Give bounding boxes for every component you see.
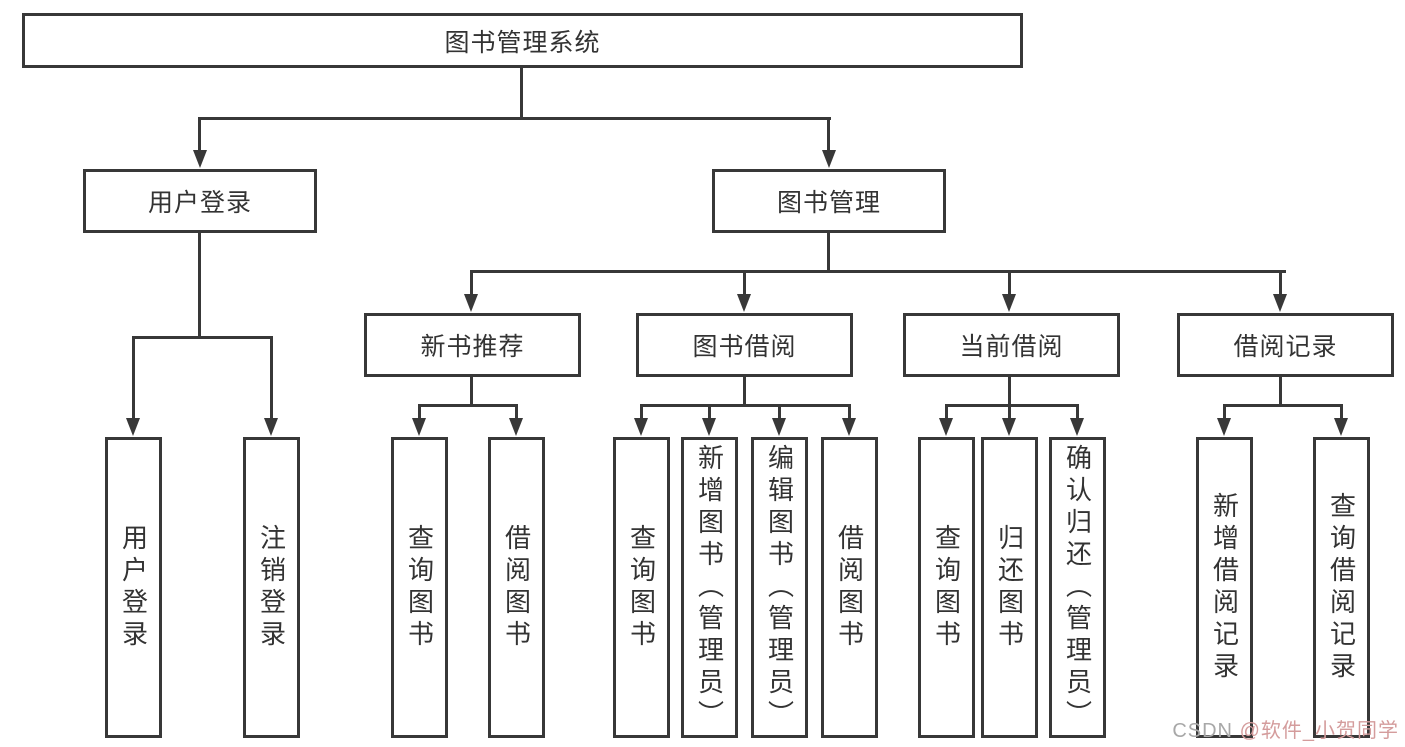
node-root-label: 图书管理系统 bbox=[444, 28, 601, 57]
connector-line bbox=[418, 406, 421, 419]
node-user-login-group-label: 用户登录 bbox=[147, 189, 252, 217]
connector-line bbox=[470, 377, 473, 406]
watermark-handle: @软件_小贺同学 bbox=[1239, 720, 1399, 742]
node-book-management: 图书管理 bbox=[712, 169, 946, 233]
leaf-user-login: 用户登录 bbox=[105, 437, 162, 738]
arrow-down-icon bbox=[772, 418, 786, 436]
connector-line bbox=[470, 270, 1286, 273]
leaf-query-books-2-label: 查询图书 bbox=[626, 523, 657, 652]
node-borrowing-records: 借阅记录 bbox=[1177, 313, 1394, 377]
watermark-prefix: CSDN bbox=[1172, 720, 1240, 742]
connector-line bbox=[778, 406, 781, 419]
leaf-logout: 注销登录 bbox=[243, 437, 300, 738]
connector-line bbox=[640, 404, 851, 407]
arrow-down-icon bbox=[737, 294, 751, 312]
node-current-borrowing: 当前借阅 bbox=[903, 313, 1120, 377]
leaf-add-books: 新增图书（管理员） bbox=[681, 437, 738, 738]
arrow-down-icon bbox=[193, 150, 207, 168]
connector-line bbox=[640, 406, 643, 419]
connector-line bbox=[1008, 273, 1011, 296]
leaf-borrow-books-2: 借阅图书 bbox=[821, 437, 878, 738]
connector-line bbox=[1279, 273, 1282, 296]
leaf-user-login-label: 用户登录 bbox=[118, 523, 149, 652]
node-borrowing-records-label: 借阅记录 bbox=[1233, 333, 1338, 361]
leaf-query-books-2: 查询图书 bbox=[613, 437, 670, 738]
node-new-book-recommend-label: 新书推荐 bbox=[420, 333, 525, 361]
arrow-down-icon bbox=[1070, 418, 1084, 436]
arrow-down-icon bbox=[464, 294, 478, 312]
connector-line bbox=[1223, 406, 1226, 419]
node-current-borrowing-label: 当前借阅 bbox=[959, 333, 1064, 361]
arrow-down-icon bbox=[634, 418, 648, 436]
connector-line bbox=[470, 273, 473, 296]
leaf-query-books-3: 查询图书 bbox=[918, 437, 975, 738]
connector-line bbox=[132, 336, 273, 339]
leaf-query-borrow-record-label: 查询借阅记录 bbox=[1326, 491, 1357, 684]
arrow-down-icon bbox=[509, 418, 523, 436]
leaf-query-books-1: 查询图书 bbox=[391, 437, 448, 738]
leaf-query-books-3-label: 查询图书 bbox=[931, 523, 962, 652]
leaf-add-borrow-record-label: 新增借阅记录 bbox=[1209, 491, 1240, 684]
connector-line bbox=[1008, 377, 1011, 406]
node-user-login-group: 用户登录 bbox=[83, 169, 317, 233]
leaf-logout-label: 注销登录 bbox=[256, 523, 287, 652]
node-book-borrowing: 图书借阅 bbox=[636, 313, 853, 377]
connector-line bbox=[1223, 404, 1343, 407]
arrow-down-icon bbox=[1273, 294, 1287, 312]
connector-line bbox=[418, 404, 518, 407]
arrow-down-icon bbox=[842, 418, 856, 436]
arrow-down-icon bbox=[1334, 418, 1348, 436]
leaf-add-borrow-record: 新增借阅记录 bbox=[1196, 437, 1253, 738]
connector-line bbox=[515, 406, 518, 419]
connector-line bbox=[520, 68, 523, 120]
leaf-borrow-books-2-label: 借阅图书 bbox=[834, 523, 865, 652]
connector-line bbox=[827, 233, 830, 273]
watermark: CSDN @软件_小贺同学 bbox=[1172, 714, 1399, 743]
arrow-down-icon bbox=[939, 418, 953, 436]
leaf-query-books-1-label: 查询图书 bbox=[404, 523, 435, 652]
leaf-confirm-return-label: 确认归还（管理员） bbox=[1062, 443, 1093, 732]
connector-line bbox=[827, 119, 830, 152]
node-root: 图书管理系统 bbox=[22, 13, 1023, 68]
arrow-down-icon bbox=[822, 150, 836, 168]
leaf-confirm-return: 确认归还（管理员） bbox=[1049, 437, 1106, 738]
connector-line bbox=[1279, 377, 1282, 406]
node-book-management-label: 图书管理 bbox=[776, 189, 881, 217]
connector-line bbox=[270, 339, 273, 419]
connector-line bbox=[1076, 406, 1079, 419]
leaf-query-borrow-record: 查询借阅记录 bbox=[1313, 437, 1370, 738]
leaf-edit-books: 编辑图书（管理员） bbox=[751, 437, 808, 738]
arrow-down-icon bbox=[412, 418, 426, 436]
connector-line bbox=[708, 406, 711, 419]
connector-line bbox=[945, 406, 948, 419]
connector-line bbox=[1008, 406, 1011, 419]
connector-line bbox=[743, 377, 746, 406]
connector-line bbox=[743, 273, 746, 296]
leaf-borrow-books-1: 借阅图书 bbox=[488, 437, 545, 738]
leaf-return-books-label: 归还图书 bbox=[994, 523, 1025, 652]
arrow-down-icon bbox=[1217, 418, 1231, 436]
arrow-down-icon bbox=[702, 418, 716, 436]
leaf-return-books: 归还图书 bbox=[981, 437, 1038, 738]
arrow-down-icon bbox=[1002, 294, 1016, 312]
arrow-down-icon bbox=[1002, 418, 1016, 436]
connector-line bbox=[848, 406, 851, 419]
connector-line bbox=[198, 233, 201, 338]
leaf-borrow-books-1-label: 借阅图书 bbox=[501, 523, 532, 652]
leaf-add-books-label: 新增图书（管理员） bbox=[694, 443, 725, 732]
connector-line bbox=[132, 339, 135, 419]
connector-line bbox=[198, 117, 831, 120]
node-new-book-recommend: 新书推荐 bbox=[364, 313, 581, 377]
connector-line bbox=[198, 119, 201, 152]
node-book-borrowing-label: 图书借阅 bbox=[692, 333, 797, 361]
connector-line bbox=[945, 404, 1079, 407]
leaf-edit-books-label: 编辑图书（管理员） bbox=[764, 443, 795, 732]
connector-line bbox=[1340, 406, 1343, 419]
arrow-down-icon bbox=[126, 418, 140, 436]
arrow-down-icon bbox=[264, 418, 278, 436]
